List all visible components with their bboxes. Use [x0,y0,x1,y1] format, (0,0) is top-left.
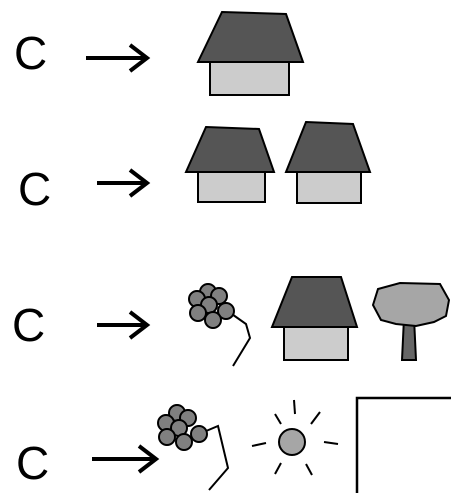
balloons-icon [157,404,230,491]
house-icon [184,125,276,203]
row-1-symbol: C [14,27,47,79]
balloons-icon [188,283,252,367]
right-arrow-icon [97,310,151,340]
rule-row-1: C [14,10,305,96]
rule-row-4: C [16,396,451,493]
house-icon [284,120,372,204]
tree-icon [371,281,451,361]
right-arrow-icon [86,43,151,73]
house-icon [196,10,305,96]
rule-row-3: C [12,276,451,367]
row-3-symbol: C [12,299,45,351]
rule-row-2: C [18,120,372,215]
house-icon [270,276,359,361]
row-2-symbol: C [18,163,51,215]
right-arrow-icon [92,444,160,474]
sun-icon [251,399,339,476]
square-icon [355,396,451,493]
right-arrow-icon [97,168,151,198]
row-4-symbol: C [16,437,49,489]
